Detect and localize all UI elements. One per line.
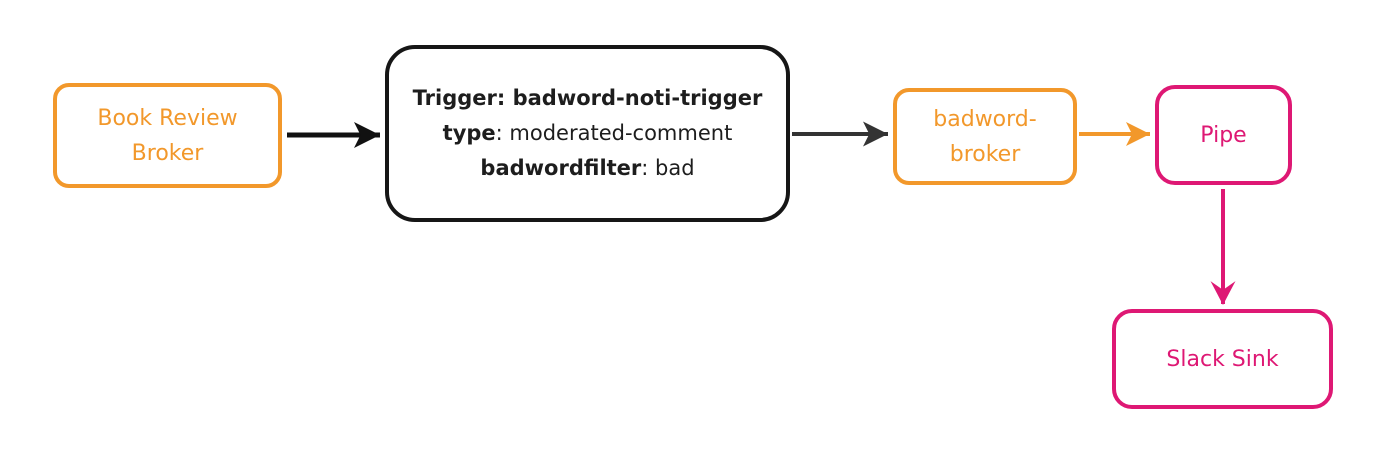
trigger-line-1: Trigger: badword-noti-trigger xyxy=(412,86,763,110)
node-trigger: Trigger: badword-noti-trigger type: mode… xyxy=(385,45,790,222)
trigger-text-block: Trigger: badword-noti-trigger type: mode… xyxy=(413,81,763,186)
node-label: Slack Sink xyxy=(1166,346,1279,372)
trigger-line-3: badwordfilter: bad xyxy=(480,156,695,180)
node-label: Book Review Broker xyxy=(97,105,238,166)
node-badword-broker: badword-broker xyxy=(893,88,1077,185)
node-slack-sink: Slack Sink xyxy=(1112,309,1333,409)
trigger-line-2: type: moderated-comment xyxy=(442,121,733,145)
node-label: Pipe xyxy=(1200,122,1247,148)
node-pipe: Pipe xyxy=(1155,85,1292,185)
node-label: badword-broker xyxy=(933,106,1037,167)
node-book-review-broker: Book Review Broker xyxy=(53,83,282,188)
